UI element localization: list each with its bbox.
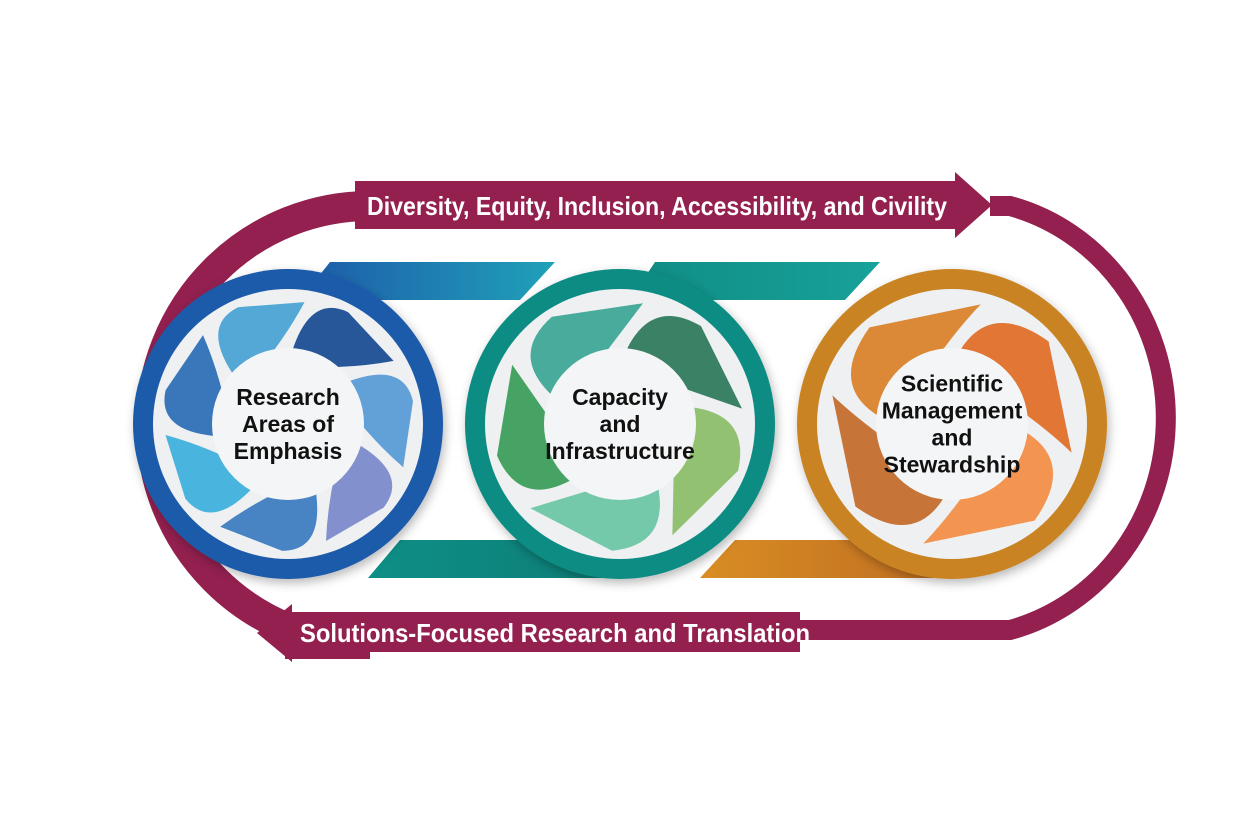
bottom-loop-label: Solutions-Focused Research and Translati… xyxy=(300,618,810,648)
node-label-line: Management xyxy=(882,398,1023,424)
top-arrow-band xyxy=(355,172,992,238)
node-label-line: Infrastructure xyxy=(545,438,695,464)
petal xyxy=(165,435,263,513)
node-label-line: Areas of xyxy=(242,411,334,437)
node-label-line: Scientific xyxy=(901,371,1003,397)
node-label-line: Stewardship xyxy=(884,452,1021,478)
node-center xyxy=(544,348,696,500)
node-center xyxy=(212,348,364,500)
node-label-line: and xyxy=(600,411,641,437)
node-label-line: Emphasis xyxy=(234,438,343,464)
node-center xyxy=(876,348,1028,500)
top-loop-label: Diversity, Equity, Inclusion, Accessibil… xyxy=(367,191,947,221)
loop-right-arc xyxy=(285,196,1176,640)
bottom-arrow-band xyxy=(257,604,800,662)
outer-loop: Diversity, Equity, Inclusion, Accessibil… xyxy=(136,172,1176,662)
node-label-line: and xyxy=(932,425,973,451)
petal xyxy=(288,307,394,368)
node-label-line: Capacity xyxy=(572,384,668,410)
node-label-line: Research xyxy=(236,384,340,410)
petal xyxy=(620,315,742,409)
